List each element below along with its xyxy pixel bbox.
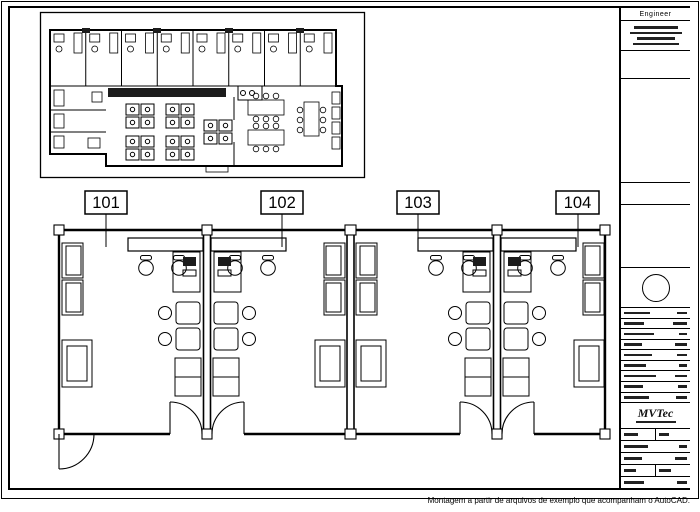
field-row <box>621 319 690 330</box>
firm-address-block <box>621 21 690 51</box>
desk-cluster <box>158 251 202 397</box>
revision-rows <box>621 308 690 403</box>
room-number-101: 101 <box>92 194 120 212</box>
title-block-empty-cell <box>621 79 690 183</box>
open-office-area <box>108 85 341 173</box>
workstation-cluster <box>165 103 195 129</box>
field-row <box>621 329 690 340</box>
stamp-circle <box>641 273 670 302</box>
field-row <box>621 453 690 465</box>
title-block: Engineer MVTec <box>619 6 690 490</box>
field-row <box>621 340 690 351</box>
field-row <box>621 477 690 488</box>
sheet-info-rows <box>621 429 690 488</box>
field-row <box>621 361 690 372</box>
sheet-caption: Montagem a partir de arquivos de exemplo… <box>427 496 690 505</box>
title-block-empty-cell <box>621 183 690 205</box>
desk-cluster <box>448 251 492 397</box>
stamp-cell <box>621 268 690 308</box>
coffee-table <box>355 339 387 388</box>
sofa <box>355 242 378 316</box>
workstation-cluster <box>165 135 195 161</box>
doors <box>58 401 535 470</box>
coffee-table <box>573 339 605 388</box>
office-partitions <box>85 30 301 86</box>
engineer-cell: Engineer <box>621 8 690 21</box>
building-outline <box>49 29 343 167</box>
field-row <box>621 308 690 319</box>
logo-text: MVTec <box>637 406 674 420</box>
engineer-label: Engineer <box>639 10 672 18</box>
overview-frame <box>39 11 366 179</box>
sofa <box>323 242 346 316</box>
overview-plan <box>39 11 366 179</box>
workstation-cluster <box>125 103 155 129</box>
detail-plan: 101 102 103 104 <box>53 190 611 470</box>
room-number-103: 103 <box>404 194 432 212</box>
office-chair <box>260 255 276 276</box>
paper-edge <box>1 1 699 499</box>
sofa <box>61 242 84 316</box>
logo-cell: MVTec <box>621 403 690 429</box>
field-row <box>621 393 690 403</box>
field-row <box>621 429 690 441</box>
room-number-104: 104 <box>564 194 592 212</box>
left-wing <box>50 89 106 149</box>
office-chairs <box>138 255 566 276</box>
partition-walls <box>202 230 502 434</box>
field-row <box>621 350 690 361</box>
office-furniture <box>53 28 333 54</box>
room-number-102: 102 <box>268 194 296 212</box>
counters <box>127 237 577 252</box>
sofa <box>582 242 605 316</box>
column-markers <box>53 224 611 440</box>
coffee-table <box>314 339 346 388</box>
office-chair <box>550 255 566 276</box>
room-labels: 101 102 103 104 <box>84 190 600 247</box>
field-row <box>621 382 690 393</box>
desk-cluster <box>212 251 256 397</box>
title-block-empty-cell <box>621 205 690 268</box>
workstation-cluster <box>203 119 233 145</box>
desk-cluster <box>502 251 546 397</box>
field-row <box>621 441 690 453</box>
corridor-hatch <box>108 88 226 97</box>
field-row <box>621 371 690 382</box>
conference-tables <box>247 91 341 153</box>
coffee-table <box>61 339 93 388</box>
workstation-cluster <box>125 135 155 161</box>
office-chair <box>428 255 444 276</box>
field-row <box>621 465 690 477</box>
office-chair <box>138 255 154 276</box>
title-block-empty-cell <box>621 51 690 79</box>
